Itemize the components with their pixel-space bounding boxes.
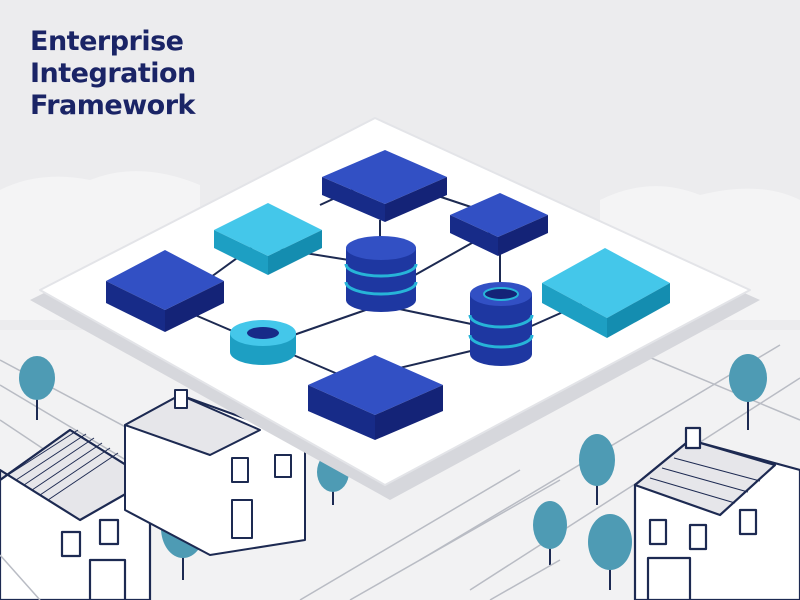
server-block-upper-right (450, 193, 548, 256)
server-block-bottom (308, 355, 443, 440)
server-block-top (322, 150, 447, 222)
service-block-right (542, 248, 670, 338)
foreground-street-lines (0, 554, 561, 600)
service-block-left (214, 203, 322, 275)
title-line-2: Integration (30, 58, 196, 89)
page-title: Enterprise Integration Framework (30, 26, 196, 122)
house-right (633, 426, 800, 600)
tree (588, 514, 632, 590)
database-icon (468, 282, 534, 366)
tree (19, 356, 55, 420)
house-left-back (124, 389, 306, 556)
tree (729, 354, 767, 430)
ring-node-icon (230, 320, 296, 365)
database-icon (344, 236, 418, 312)
server-block-left (106, 250, 224, 332)
tree (579, 434, 615, 505)
house-left-front (0, 428, 152, 600)
title-line-1: Enterprise (30, 26, 184, 57)
tree (533, 501, 567, 565)
title-line-3: Framework (30, 90, 195, 121)
